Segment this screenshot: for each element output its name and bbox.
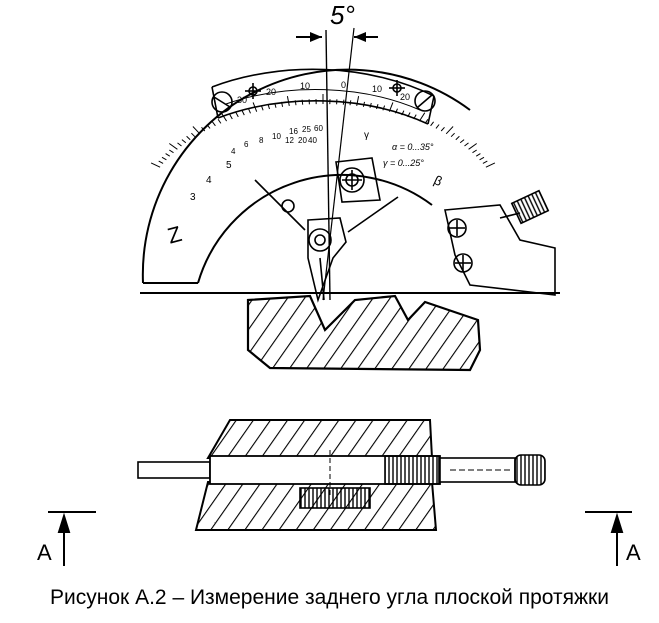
measuring-ruler [255, 158, 398, 300]
svg-text:8: 8 [259, 136, 264, 145]
svg-text:40: 40 [308, 136, 317, 145]
scale-tick [151, 163, 160, 167]
svg-text:30: 30 [237, 95, 247, 105]
rod [138, 462, 210, 478]
svg-text:4: 4 [231, 147, 236, 156]
section-arrow-right-icon [612, 516, 622, 532]
knurled-screw-icon [512, 191, 548, 224]
scale-tick [218, 119, 221, 123]
end-knob-icon [515, 455, 545, 485]
scale-tick [483, 161, 487, 163]
beta-mark: β [432, 172, 445, 189]
svg-text:4: 4 [206, 175, 212, 186]
scale-tick [476, 154, 480, 157]
svg-text:60: 60 [314, 124, 323, 133]
scale-plate [151, 69, 495, 167]
scale-tick [193, 127, 200, 134]
section-marker-left [48, 512, 96, 566]
scale-tick [456, 136, 460, 139]
scale-tick [166, 154, 170, 157]
top-view [138, 420, 545, 530]
svg-text:25: 25 [302, 125, 311, 134]
scale-tick [469, 144, 477, 150]
scale-tick [169, 144, 177, 150]
svg-text:3: 3 [190, 192, 196, 203]
knurled-section-icon [385, 456, 439, 484]
svg-text:20: 20 [298, 136, 307, 145]
svg-text:10: 10 [372, 84, 382, 94]
scale-tick [419, 113, 424, 121]
arc-numbers: 5 4 3 [190, 160, 232, 203]
bracket [445, 205, 555, 295]
svg-text:6: 6 [244, 140, 249, 149]
scale-tick [343, 100, 344, 105]
small-hole-icon [282, 200, 294, 212]
scale-tick [446, 127, 453, 134]
scale-tick [169, 150, 173, 153]
scale-tick [191, 133, 195, 137]
figure-caption: Рисунок А.2 – Измерение заднего угла пло… [0, 586, 659, 610]
formula-alpha: α = 0...35° [392, 142, 434, 152]
section-label-left: А [37, 540, 52, 566]
inner-scale-labels: 4 6 8 10 12 16 20 25 40 60 [231, 124, 323, 156]
section-marker-right [585, 512, 632, 566]
svg-text:0: 0 [341, 80, 346, 90]
scale-tick [431, 122, 434, 126]
scale-tick [187, 136, 191, 139]
z-mark: Z [165, 221, 184, 249]
scale-tick [230, 115, 233, 119]
scale-tick [242, 111, 244, 116]
scale-tick [287, 96, 289, 106]
section-label-right: А [626, 540, 641, 566]
scale-tick [350, 100, 351, 105]
pivot-screw-icon [309, 229, 331, 251]
scale-tick [178, 143, 182, 146]
scale-tick [302, 100, 303, 105]
svg-text:5: 5 [226, 160, 232, 171]
bottom-knob-icon [300, 488, 370, 508]
arrow-right-icon [354, 32, 366, 42]
svg-text:16: 16 [289, 127, 298, 136]
svg-text:10: 10 [272, 132, 281, 141]
scale-tick [486, 163, 495, 167]
scale-tick [480, 157, 484, 160]
scale-tick [159, 161, 163, 163]
angle-label: 5° [330, 0, 355, 30]
scale-tick [370, 103, 371, 108]
gamma-mark: γ [364, 130, 369, 141]
scale-tick [460, 140, 464, 143]
scale-tick [162, 157, 166, 160]
scale-tick [212, 122, 215, 126]
scale-tick [465, 143, 469, 146]
scale-tick [249, 109, 251, 114]
scale-tick [182, 140, 186, 143]
svg-text:20: 20 [400, 92, 410, 102]
scale-tick [451, 133, 455, 137]
scale-tick [363, 102, 364, 107]
svg-text:20: 20 [266, 87, 276, 97]
scale-tick [441, 127, 444, 131]
formula-gamma: γ = 0...25° [383, 158, 424, 168]
arrow-left-icon [310, 32, 322, 42]
broach-workpiece [248, 296, 480, 370]
section-arrow-left-icon [59, 516, 69, 532]
svg-text:12: 12 [285, 136, 294, 145]
svg-text:10: 10 [300, 81, 310, 91]
scale-tick [473, 150, 477, 153]
scale-tick [436, 125, 439, 129]
scale-tick [236, 113, 238, 117]
